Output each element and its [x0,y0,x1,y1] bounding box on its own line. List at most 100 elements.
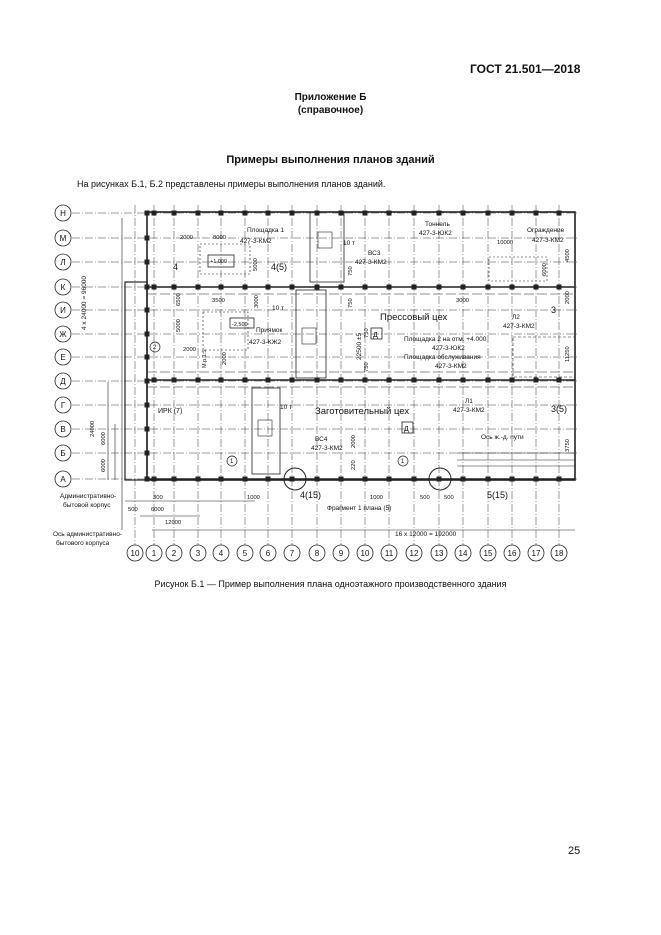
structural-column [171,210,177,216]
dim-6000b: 6000 [101,459,107,472]
row-axis-bubble: А [54,470,72,488]
label-22500: 22500 ±5 [356,333,363,360]
label-platform1: Площадка 1 [247,227,284,234]
col-axis-bubble: 1 [145,544,163,562]
wall-column [144,307,150,313]
dim-500c: 500 [444,495,454,501]
label-platform2-code: 427-3-ЮК2 [432,345,465,352]
dim-6000c: 6000 [151,507,164,513]
label-irk: ИРК (7) [158,408,182,415]
label-zag-shop: Заготовительный цех [315,406,409,417]
wall-column [144,378,150,384]
ref-section-4: 4 [173,262,178,272]
structural-column [338,476,344,482]
label-fragment: Фрагмент 1 плана (5) [327,505,391,512]
structural-column [533,210,539,216]
row-axis-bubble: К [54,278,72,296]
col-axis-bubble: 15 [479,544,497,562]
dim-500b: 500 [420,495,430,501]
ref-2: 2 [153,345,157,351]
structural-column [242,284,248,290]
structural-column [436,210,442,216]
dim-5000a: 5000 [253,258,259,271]
label-service-platform-code: 427-3-КМ2 [435,363,467,370]
label-l2: Л2 [512,314,520,321]
dim-2000d: 2000 [565,291,571,304]
dim-3000b: 3000 [456,298,469,304]
svg-text:4: 4 [219,549,224,558]
svg-text:И: И [60,306,66,315]
row-axis-bubble: Ж [54,325,72,343]
structural-column [242,377,248,383]
structural-column [314,284,320,290]
structural-column [362,377,368,383]
svg-text:Ж: Ж [59,330,67,339]
row-axis-bubble: В [54,420,72,438]
structural-column [556,476,562,482]
structural-column [460,284,466,290]
structural-column [386,284,392,290]
dim-2000e: 2000 [351,435,357,448]
dim-10000: 10000 [497,240,513,246]
structural-column [485,377,491,383]
structural-column [485,210,491,216]
ref-4-15: 4(15) [300,490,321,500]
col-axis-bubble: 11 [380,544,398,562]
label-admin-axis: Ось административно- [53,531,122,538]
structural-column [436,476,442,482]
structural-column [242,476,248,482]
label-load3: 10 т [280,404,292,411]
dim-6000a: 6000 [101,432,107,445]
structural-column [314,210,320,216]
col-axis-bubble: 7 [283,544,301,562]
wall-column [144,284,150,290]
structural-column [533,284,539,290]
wall-column [144,402,150,408]
structural-column [338,284,344,290]
dim-2000a: 2000 [180,235,193,241]
label-l1: Л1 [465,398,473,405]
label-l2-code: 427-3-КМ2 [503,323,535,330]
dim-6000r: 6000 [542,263,548,276]
appendix-subtitle: (справочное) [297,105,364,116]
structural-column [171,284,177,290]
structural-column [289,377,295,383]
col-axis-bubble: 17 [527,544,545,562]
label-total-length: 16 x 12000 = 192000 [395,531,457,538]
wall-column [144,476,150,482]
svg-text:17: 17 [532,549,541,558]
col-axis-bubble: 5 [236,544,254,562]
structural-column [195,210,201,216]
dim-3750: 3750 [565,439,571,452]
structural-column [265,284,271,290]
label-load1: 10 т [343,240,355,247]
svg-text:10: 10 [131,549,140,558]
col-axis-bubble: 10 [126,544,144,562]
structural-column [460,377,466,383]
row-axis-bubble: Н [54,204,72,222]
row-axis-bubble: М [54,229,72,247]
label-rail-axis: Ось ж.-д. пути [481,434,524,441]
structural-column [338,210,344,216]
ref-section-4-5: 4(5) [271,262,287,272]
structural-column [386,210,392,216]
structural-column [509,476,515,482]
structural-column [362,476,368,482]
wall-column [144,354,150,360]
dim-2000b: 2000 [183,347,196,353]
dim-8000: 8000 [213,235,226,241]
structural-column [171,377,177,383]
structural-column [411,284,417,290]
label-platform1-code: 427-3-КМ2 [240,238,272,245]
wall-column [144,259,150,265]
wall-column [144,426,150,432]
structural-column [386,377,392,383]
dim-750d: 750 [364,362,370,372]
col-axis-bubble: 8 [308,544,326,562]
structural-column [485,476,491,482]
dim-220: 220 [351,460,357,470]
col-axis-bubble: 10 [356,544,374,562]
structural-column [314,476,320,482]
label-vs3-code: 427-3-КМ2 [355,259,387,266]
